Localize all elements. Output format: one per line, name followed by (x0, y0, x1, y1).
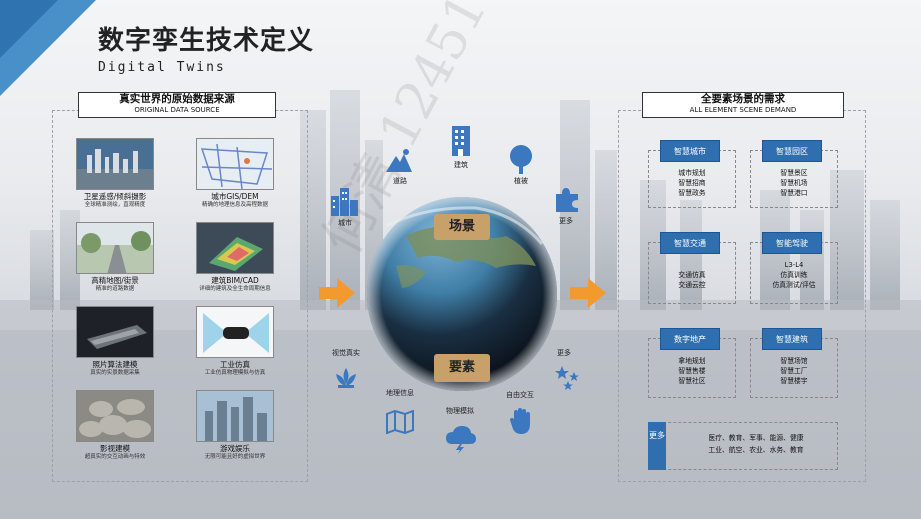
source-desc: 详细的建筑及全生命周期信息 (199, 286, 271, 292)
hand-icon (510, 408, 530, 434)
source-item-hdmap: 高精地图/街景 精准的道路数据 (60, 222, 170, 293)
lotus-icon (336, 368, 356, 388)
category-item: 智慧招商 (678, 179, 706, 187)
puzzle-icon (556, 188, 578, 212)
map-icon (386, 410, 414, 434)
city-icon (331, 188, 358, 216)
category-item: 智慧场馆 (780, 357, 808, 365)
category-smart-driving: 智能驾驶 (762, 232, 822, 254)
free-interact-label: 自由交互 (506, 391, 534, 399)
building-icon (452, 126, 470, 156)
category-items: 拿地规划 智慧售楼 智慧社区 (648, 356, 736, 386)
source-desc: 工业仿真物理模拟与仿真 (204, 370, 266, 376)
category-item: 智慧售楼 (678, 367, 706, 375)
category-items: 交通仿真 交通云控 (648, 270, 736, 290)
source-name: 城市GIS/DEM (211, 192, 259, 201)
tree-icon (510, 145, 532, 174)
scene-demand-title-cn: 全要素场景的需求 (701, 93, 785, 105)
road-label: 道路 (393, 177, 407, 185)
category-items: 城市规划 智慧招商 智慧政务 (648, 168, 736, 198)
earth-globe (367, 197, 557, 391)
category-digital-estate: 数字地产 (660, 328, 720, 350)
category-smart-city: 智慧城市 (660, 140, 720, 162)
category-item: 城市规划 (678, 169, 706, 177)
arrow-right-icon (319, 278, 355, 308)
category-item: 智慧机场 (780, 179, 808, 187)
film-model-image (76, 390, 154, 442)
photogrammetry-image (76, 306, 154, 358)
source-item-bim: 建筑BIM/CAD 详细的建筑及全生命周期信息 (180, 222, 290, 293)
road-icon (386, 149, 412, 172)
category-item: 仿真测试/评估 (772, 281, 816, 289)
source-name: 影视建模 (100, 444, 130, 453)
source-name: 卫星遥感/倾斜摄影 (83, 192, 147, 201)
source-item-industrial: 工业仿真 工业仿真物理模拟与仿真 (180, 306, 290, 377)
category-item: 交通仿真 (678, 271, 706, 279)
source-desc: 全球精准测绘，直观精度 (84, 202, 146, 208)
source-item-game: 游戏娱乐 无限可能且好的虚拟世界 (180, 390, 290, 461)
category-item: 智慧政务 (678, 189, 706, 197)
page-title: 数字孪生技术定义 (98, 26, 315, 56)
more-items: 医疗、教育、军事、能源、健康 工业、航空、农业、水务、教育 (676, 432, 836, 456)
category-item: 仿真训练 (780, 271, 808, 279)
scene-tag: 场景 (434, 214, 490, 240)
category-item: 交通云控 (678, 281, 706, 289)
corner-accent-dark (0, 0, 58, 58)
source-desc: 精确的地理信息及高程数据 (201, 202, 268, 208)
arrow-right-icon (570, 278, 606, 308)
geo-info-label: 地理信息 (386, 389, 414, 397)
category-item: 智慧社区 (678, 377, 706, 385)
industrial-sim-image (196, 306, 274, 358)
source-item-satellite: 卫星遥感/倾斜摄影 全球精准测绘，直观精度 (60, 138, 170, 209)
storm-cloud-icon (446, 426, 476, 454)
game-world-image (196, 390, 274, 442)
category-item: 拿地规划 (678, 357, 706, 365)
more-label-top: 更多 (559, 217, 573, 225)
visual-real-label: 视觉真实 (332, 349, 360, 357)
category-smart-building: 智慧建筑 (762, 328, 822, 350)
page-subtitle: Digital Twins (98, 60, 226, 75)
gis-map-image (196, 138, 274, 190)
category-item: 智慧景区 (780, 169, 808, 177)
source-name: 工业仿真 (220, 360, 250, 369)
more-line: 医疗、教育、军事、能源、健康 (708, 434, 804, 442)
category-items: 智慧场馆 智慧工厂 智慧楼宇 (750, 356, 838, 386)
source-desc: 精准的道路数据 (95, 286, 135, 292)
category-item: 智慧工厂 (780, 367, 808, 375)
category-smart-park: 智慧园区 (762, 140, 822, 162)
data-source-header: 真实世界的原始数据来源 ORIGINAL DATA SOURCE (78, 92, 276, 118)
source-name: 照片算法建模 (92, 360, 138, 369)
more-label-bottom: 更多 (557, 349, 571, 357)
category-item: L3-L4 (784, 261, 804, 269)
scene-demand-header: 全要素场景的需求 ALL ELEMENT SCENE DEMAND (642, 92, 844, 118)
city-label: 城市 (338, 219, 352, 227)
tree-label: 植被 (514, 177, 528, 185)
source-desc: 真实的实景数据采集 (90, 370, 140, 376)
physics-sim-label: 物理模拟 (446, 407, 474, 415)
category-smart-traffic: 智慧交通 (660, 232, 720, 254)
satellite-image (76, 138, 154, 190)
element-tag: 要素 (434, 354, 490, 382)
source-desc: 无限可能且好的虚拟世界 (204, 454, 266, 460)
category-items: L3-L4 仿真训练 仿真测试/评估 (750, 260, 838, 290)
building-label: 建筑 (454, 161, 468, 169)
more-line: 工业、航空、农业、水务、教育 (708, 446, 804, 454)
street-view-image (76, 222, 154, 274)
source-name: 高精地图/街景 (91, 276, 139, 285)
bim-model-image (196, 222, 274, 274)
source-item-film: 影视建模 超真实的交互动画与特效 (60, 390, 170, 461)
category-items: 智慧景区 智慧机场 智慧港口 (750, 168, 838, 198)
source-name: 游戏娱乐 (220, 444, 250, 453)
data-source-title-en: ORIGINAL DATA SOURCE (134, 106, 220, 114)
source-name: 建筑BIM/CAD (211, 276, 259, 285)
data-source-title-cn: 真实世界的原始数据来源 (119, 93, 235, 105)
more-category-label: 更多 (648, 422, 666, 470)
source-item-photo: 照片算法建模 真实的实景数据采集 (60, 306, 170, 377)
source-item-gis: 城市GIS/DEM 精确的地理信息及高程数据 (180, 138, 290, 209)
stars-icon (555, 366, 579, 390)
source-desc: 超真实的交互动画与特效 (84, 454, 146, 460)
category-item: 智慧楼宇 (780, 377, 808, 385)
category-item: 智慧港口 (780, 189, 808, 197)
scene-demand-title-en: ALL ELEMENT SCENE DEMAND (689, 106, 797, 114)
